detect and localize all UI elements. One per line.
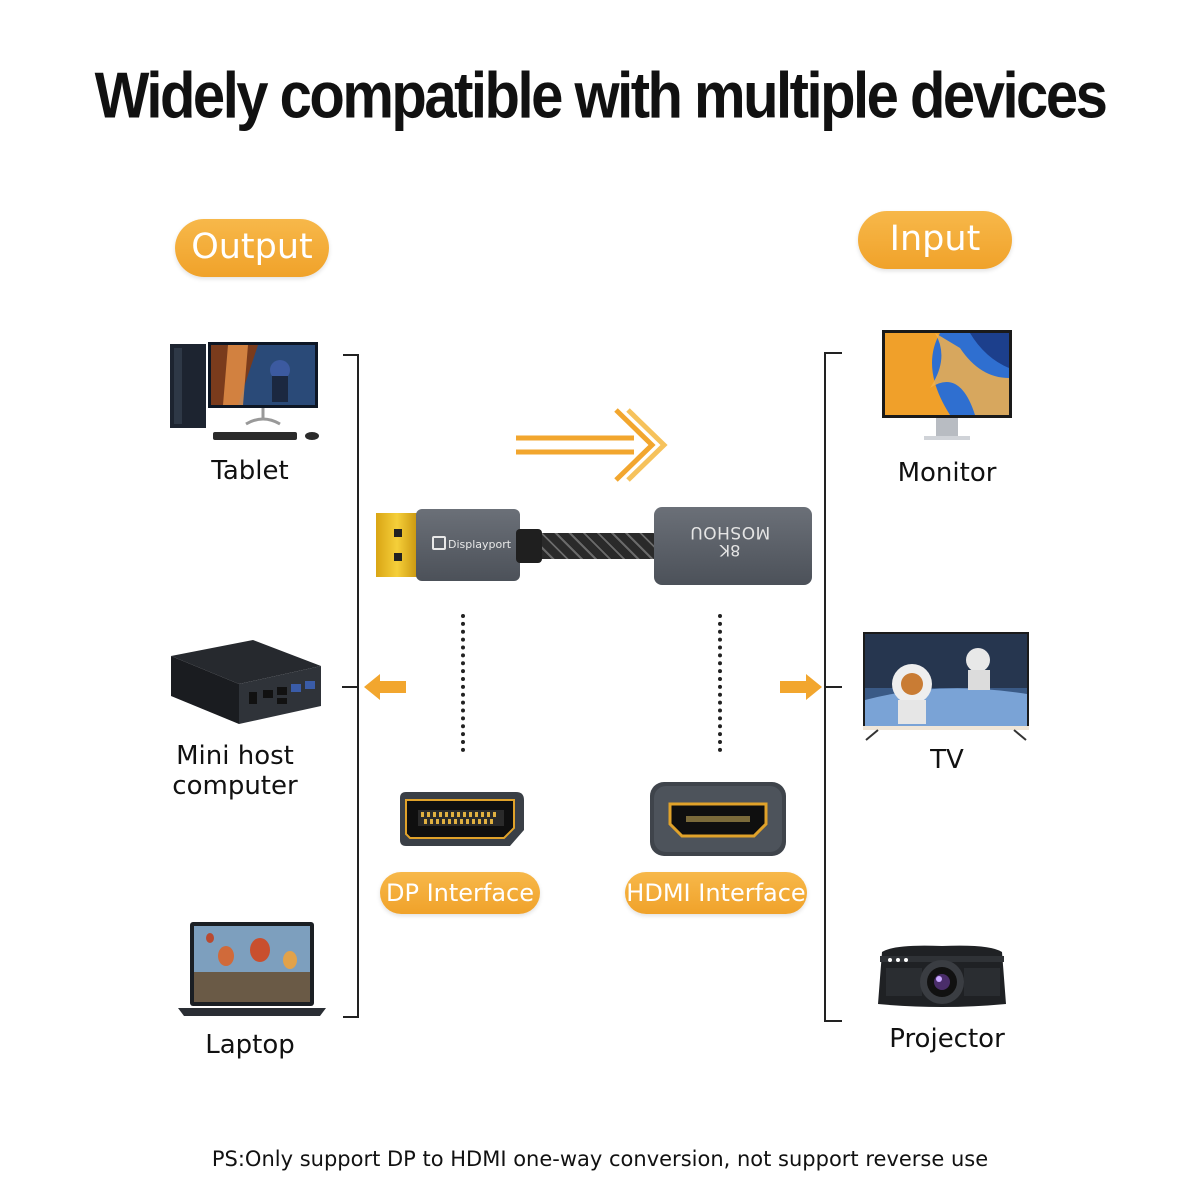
page-title: Widely compatible with multiple devices xyxy=(94,59,1108,132)
device-label-laptop: Laptop xyxy=(205,1030,295,1060)
laptop-icon xyxy=(178,922,326,1016)
dp-logo-text: Displayport xyxy=(448,538,512,551)
dp-dotted-line xyxy=(461,614,465,752)
device-label-projector: Projector xyxy=(889,1024,1005,1054)
dp-to-hdmi-cable: Displayport 8K MOSHOU xyxy=(376,505,812,587)
projector-icon xyxy=(878,945,1006,1007)
output-badge: Output xyxy=(175,219,329,277)
dp-plug xyxy=(376,513,418,577)
dp-housing: Displayport xyxy=(416,509,520,581)
input-bracket-tick xyxy=(824,686,842,688)
monitor-icon xyxy=(882,330,1012,440)
hdmi-interface-badge: HDMI Interface xyxy=(625,872,807,914)
output-bracket-tick xyxy=(342,686,357,688)
mini-pc-icon xyxy=(171,640,321,724)
hdmi-port-icon xyxy=(650,782,786,856)
desktop-pc-icon xyxy=(170,342,319,440)
arrow-right-icon xyxy=(780,674,822,700)
footnote: PS:Only support DP to HDMI one-way conve… xyxy=(211,1147,989,1171)
dp-port-icon xyxy=(400,792,524,846)
device-label-tablet: Tablet xyxy=(211,456,289,486)
direction-arrow-icon xyxy=(516,408,668,482)
device-label-monitor: Monitor xyxy=(897,458,997,488)
cable-brand: MOSHOU xyxy=(689,522,771,542)
tv-icon xyxy=(863,632,1029,741)
input-badge: Input xyxy=(858,211,1012,269)
cable-resolution: 8K xyxy=(719,541,741,560)
dp-interface-badge: DP Interface xyxy=(380,872,540,914)
device-label-mini-host: Mini host computer xyxy=(172,741,298,801)
hdmi-housing: 8K MOSHOU xyxy=(654,507,812,585)
displayport-logo-icon xyxy=(432,536,446,550)
arrow-left-icon xyxy=(364,674,406,700)
device-label-tv: TV xyxy=(930,745,964,775)
hdmi-dotted-line xyxy=(718,614,722,752)
output-bracket xyxy=(343,354,359,1018)
